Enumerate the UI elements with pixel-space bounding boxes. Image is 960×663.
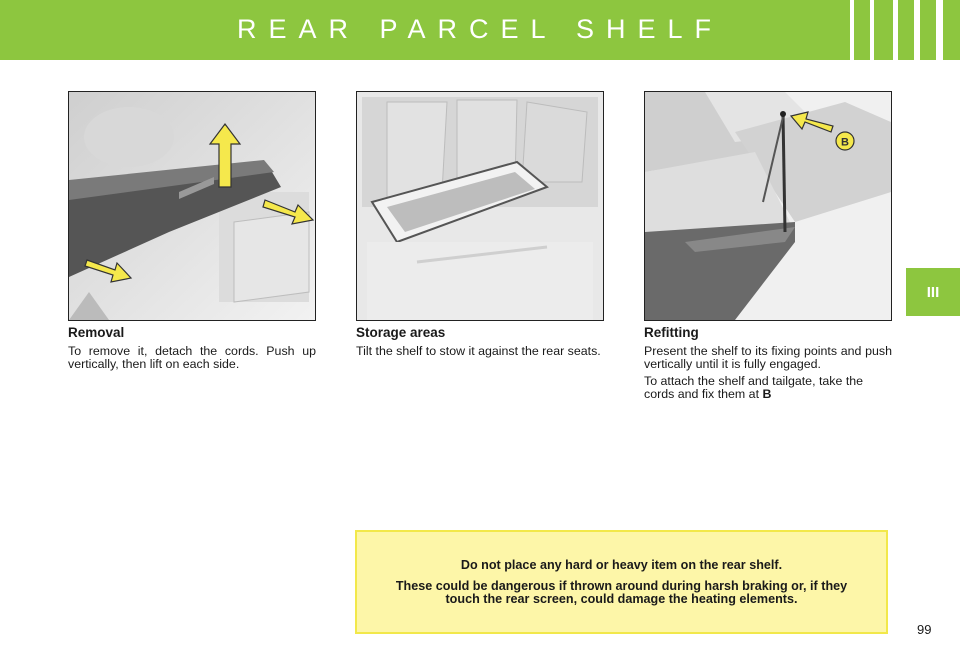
section-refitting: Refitting Present the shelf to its fixin… (644, 325, 892, 405)
storage-illustration (356, 91, 604, 321)
chapter-tab: III (906, 268, 960, 316)
removal-photo (69, 92, 315, 320)
section-text: Present the shelf to its fixing points a… (644, 344, 892, 371)
section-heading: Refitting (644, 325, 699, 340)
header-stripe (870, 0, 874, 60)
section-text: To attach the shelf and tailgate, take t… (644, 374, 864, 401)
section-text-attach: To attach the shelf and tailgate, take t… (644, 375, 892, 401)
page-number: 99 (917, 622, 932, 637)
warning-line-1: Do not place any hard or heavy item on t… (460, 557, 783, 572)
header-stripe (850, 0, 854, 60)
page-title: REAR PARCEL SHELF (236, 14, 724, 44)
fixing-point-ref: B (762, 387, 772, 401)
section-text: To remove it, detach the cords. Push up … (68, 344, 316, 371)
header-stripe (936, 0, 943, 60)
header-bar: REAR PARCEL SHELF (0, 0, 960, 60)
header-stripe (914, 0, 920, 60)
header-stripe (893, 0, 898, 60)
section-text: Tilt the shelf to stow it against the re… (356, 344, 601, 358)
section-heading: Removal (68, 325, 125, 340)
section-heading: Storage areas (356, 325, 446, 340)
refit-marker-label: B (841, 137, 849, 149)
removal-illustration (68, 91, 316, 321)
warning-line-2: These could be dangerous if thrown aroun… (395, 578, 848, 606)
warning-box: Do not place any hard or heavy item on t… (355, 530, 888, 634)
section-storage-areas: Storage areas Tilt the shelf to stow it … (356, 325, 604, 362)
refitting-illustration: B (644, 91, 892, 321)
section-removal: Removal To remove it, detach the cords. … (68, 325, 316, 375)
refitting-photo: B (645, 92, 891, 320)
storage-photo (357, 92, 603, 320)
